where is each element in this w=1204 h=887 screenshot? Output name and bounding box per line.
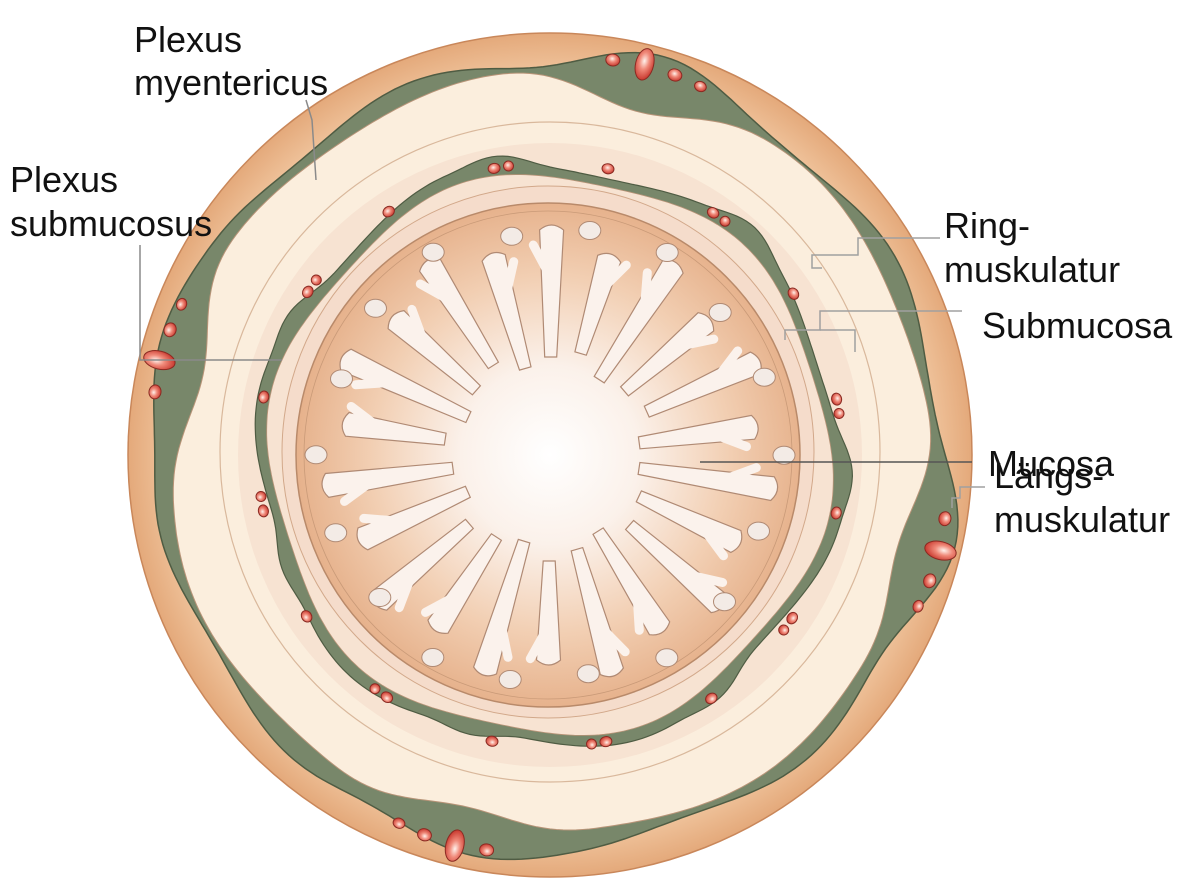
- mucosal-fold-branch: [356, 382, 394, 385]
- mucosal-fold-branch: [644, 273, 647, 311]
- label-ring-muskulatur: Ring- muskulatur: [944, 205, 1120, 290]
- mucosal-gland: [656, 649, 678, 667]
- mucosal-gland: [579, 222, 601, 240]
- mucosal-gland: [709, 304, 731, 322]
- mucosal-gland: [422, 649, 444, 667]
- label-plexus-submucosus-line2: submucosus: [10, 203, 212, 244]
- label-plexus-myentericus-line1: Plexus: [134, 19, 242, 60]
- mucosal-gland: [714, 593, 736, 611]
- mucosal-gland: [365, 299, 387, 317]
- label-laengs-muskulatur-line2: muskulatur: [994, 499, 1170, 540]
- mucosal-gland: [501, 227, 523, 245]
- mucosal-gland: [305, 446, 327, 464]
- label-submucosa: Submucosa: [982, 305, 1173, 346]
- label-mucosa-line1: Mucosa: [988, 443, 1115, 484]
- mucosal-fold-branch: [637, 592, 639, 630]
- mucosal-gland: [656, 244, 678, 262]
- label-plexus-myentericus-line2: myentericus: [134, 62, 328, 103]
- label-plexus-submucosus: Plexus submucosus: [10, 159, 212, 244]
- mucosal-gland: [369, 589, 391, 607]
- label-plexus-submucosus-line1: Plexus: [10, 159, 118, 200]
- mucosal-gland: [577, 665, 599, 683]
- mucosal-gland: [331, 370, 353, 388]
- label-mucosa: Mucosa: [988, 443, 1115, 484]
- label-plexus-myentericus: Plexus myentericus: [134, 19, 328, 103]
- mucosal-gland: [499, 671, 521, 689]
- mucosal-gland: [325, 524, 347, 542]
- mucosal-fold-branch: [364, 518, 402, 521]
- label-submucosa-line1: Submucosa: [982, 305, 1173, 346]
- mucosal-gland: [748, 522, 770, 540]
- mucosal-gland: [422, 243, 444, 261]
- label-ring-muskulatur-line2: muskulatur: [944, 249, 1120, 290]
- label-ring-muskulatur-line1: Ring-: [944, 205, 1030, 246]
- mucosal-gland: [753, 368, 775, 386]
